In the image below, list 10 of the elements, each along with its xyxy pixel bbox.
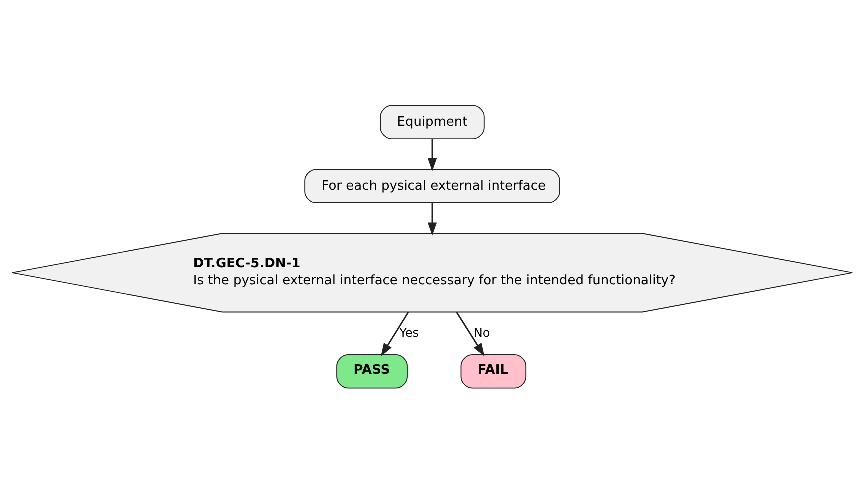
arrow — [456, 312, 485, 356]
arrow — [428, 202, 438, 236]
node-box: PASS — [336, 354, 408, 388]
node-box: FAIL — [460, 354, 527, 388]
node-box: For each pysical external interface — [304, 168, 560, 203]
edge-label: Yes — [400, 325, 420, 340]
arrow — [428, 138, 438, 172]
edge-label: No — [474, 325, 490, 340]
arrow — [381, 312, 410, 356]
node-box: Equipment — [380, 104, 485, 140]
